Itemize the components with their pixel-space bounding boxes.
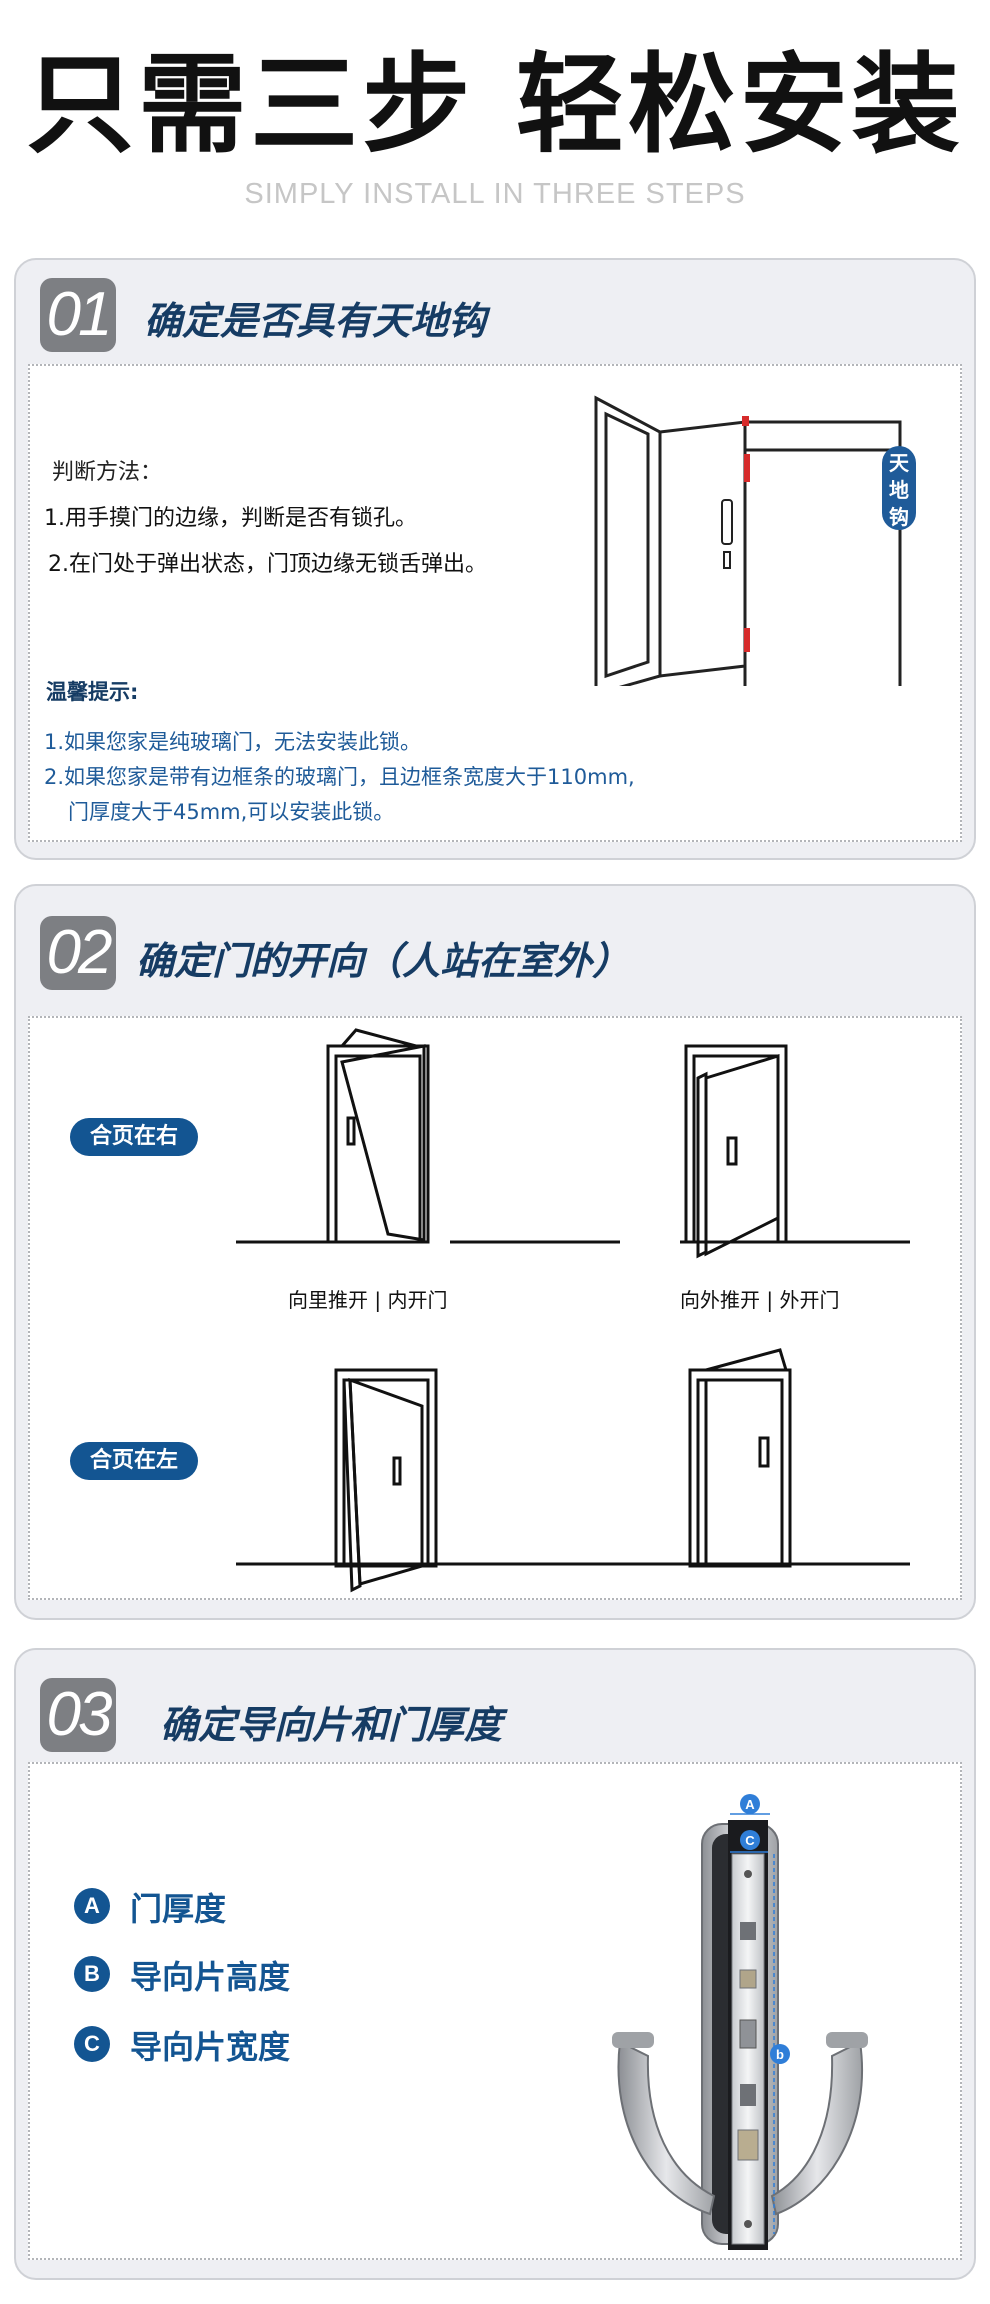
step1-content-panel: 判断方法： 1.用手摸门的边缘，判断是否有锁孔。 2.在门处于弹出状态，门顶边缘… bbox=[28, 364, 962, 842]
caption-inward: 向里推开 | 内开门 bbox=[288, 1288, 448, 1312]
page-subtitle: SIMPLY INSTALL IN THREE STEPS bbox=[244, 178, 746, 210]
lock-marker-b: b bbox=[776, 2047, 784, 2062]
hook-label-char-3: 钩 bbox=[889, 505, 909, 529]
lock-illustration: A C b bbox=[612, 1794, 868, 2250]
legend-b-label: 导向片高度 bbox=[130, 1958, 291, 1996]
tip-1: 1.如果您家是纯玻璃门，无法安装此锁。 bbox=[44, 730, 422, 754]
lock-marker-c: C bbox=[745, 1833, 755, 1848]
hook-label-char-2: 地 bbox=[889, 478, 909, 502]
step3-number-badge: 03 bbox=[40, 1678, 116, 1752]
step1-number-badge: 01 bbox=[40, 278, 116, 352]
step2-content-panel: 合页在右 合页在左 向里推开 | 内开门 向外推开 | 外开门 bbox=[28, 1016, 962, 1600]
hook-label: 天 地 钩 bbox=[882, 446, 916, 530]
door-opening-illustrations bbox=[236, 1028, 910, 1593]
method-label: 判断方法： bbox=[52, 460, 163, 485]
method-item-2: 2.在门处于弹出状态，门顶边缘无锁舌弹出。 bbox=[48, 552, 487, 577]
hinge-right-badge: 合页在右 bbox=[70, 1118, 198, 1156]
tip-3: 门厚度大于45mm,可以安装此锁。 bbox=[68, 800, 395, 824]
legend-b-marker: B bbox=[74, 1956, 110, 1992]
step3-header: 03 确定导向片和门厚度 bbox=[16, 1650, 974, 1754]
method-item-1: 1.用手摸门的边缘，判断是否有锁孔。 bbox=[44, 506, 417, 531]
step2-title: 确定门的开向（人站在室外） bbox=[136, 939, 631, 983]
legend-c-label: 导向片宽度 bbox=[130, 2028, 291, 2066]
tip-label: 温馨提示: bbox=[46, 680, 139, 704]
step3-card: 03 确定导向片和门厚度 A 门厚度 B 导向片高度 C 导向片宽度 bbox=[14, 1648, 976, 2280]
step2-number-badge: 02 bbox=[40, 916, 116, 990]
step2-header: 02 确定门的开向（人站在室外） bbox=[16, 886, 974, 990]
step3-content-panel: A 门厚度 B 导向片高度 C 导向片宽度 bbox=[28, 1762, 962, 2260]
step1-header: 01 确定是否具有天地钩 bbox=[16, 260, 974, 364]
step3-title: 确定导向片和门厚度 bbox=[160, 1703, 503, 1747]
hook-label-char-1: 天 bbox=[889, 451, 909, 475]
tip-2: 2.如果您家是带有边框条的玻璃门，且边框条宽度大于110mm, bbox=[44, 765, 635, 789]
step1-card: 01 确定是否具有天地钩 判断方法： 1.用手摸门的边缘，判断是否有锁孔。 2.… bbox=[14, 258, 976, 860]
step2-card: 02 确定门的开向（人站在室外） 合页在右 合页在左 向里推开 | 内开门 向外… bbox=[14, 884, 976, 1620]
legend-a-marker: A bbox=[74, 1888, 110, 1924]
door-hook-illustration bbox=[594, 395, 902, 686]
page-title: 只需三步 轻松安装 bbox=[26, 43, 964, 168]
legend-a-label: 门厚度 bbox=[130, 1890, 227, 1928]
caption-outward: 向外推开 | 外开门 bbox=[680, 1288, 840, 1312]
lock-marker-a: A bbox=[745, 1797, 755, 1812]
legend-c-marker: C bbox=[74, 2026, 110, 2062]
step1-title: 确定是否具有天地钩 bbox=[144, 299, 487, 343]
hinge-left-badge: 合页在左 bbox=[70, 1442, 198, 1480]
